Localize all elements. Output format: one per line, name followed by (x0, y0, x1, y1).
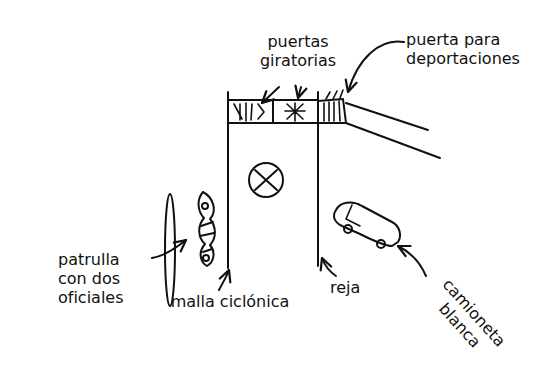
van-wheel (377, 240, 385, 248)
callout-label: camioneta blanca (416, 265, 518, 372)
officer (203, 255, 209, 261)
door-top (326, 90, 343, 99)
deportation-door (318, 99, 346, 123)
van-wheel (344, 225, 352, 233)
corridor-lines (346, 103, 440, 158)
leader-line (398, 246, 426, 276)
patrol-car (199, 192, 215, 266)
officer (202, 203, 208, 209)
callout-label: puerta para deportaciones (406, 30, 538, 68)
callout-label: patrulla con dos oficiales (58, 250, 150, 307)
leader-line (219, 270, 229, 290)
patrol-car-marks (200, 222, 214, 252)
callout-label: malla ciclónica (170, 292, 290, 311)
leader-line (152, 240, 186, 258)
leader-line (298, 87, 301, 98)
revolving-doors (228, 100, 318, 123)
door-hatching (234, 103, 264, 121)
van-window (346, 205, 360, 226)
crossed-circle-x (255, 170, 277, 190)
leader-line (262, 87, 279, 103)
leader-line (348, 41, 404, 92)
callout-label: puertas giratorias (238, 32, 358, 70)
crossed-circle (249, 163, 283, 197)
door-hatching (324, 101, 340, 121)
door-hatching (285, 103, 305, 121)
leader-line (322, 258, 336, 276)
callout-label: reja (330, 278, 380, 297)
white-van (334, 203, 400, 246)
